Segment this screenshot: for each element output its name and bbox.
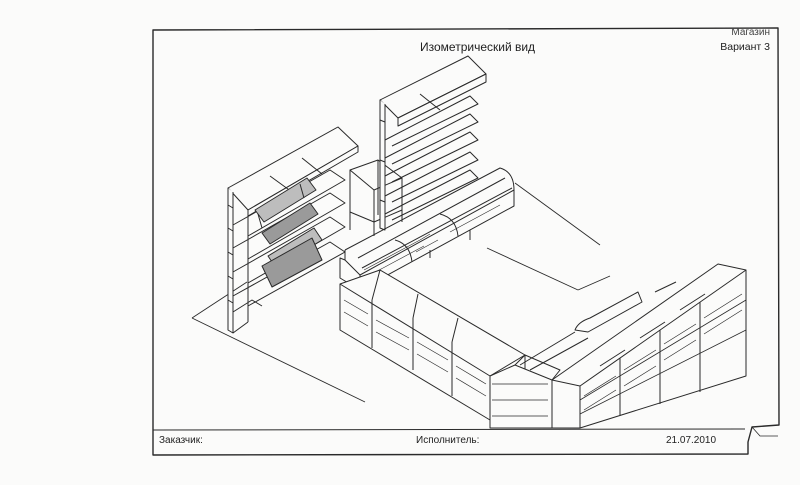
contractor-label: Исполнитель: <box>416 435 480 446</box>
drawing-title: Изометрический вид <box>420 40 536 54</box>
floor-outline <box>191 182 611 403</box>
back-wall-shelving <box>379 55 487 231</box>
title-block-line <box>152 428 746 431</box>
variant-label: Вариант 3 <box>720 41 770 53</box>
frame-border <box>152 27 780 456</box>
corner-label-top: Магазин <box>731 27 770 38</box>
date-label: 21.07.2010 <box>666 435 717 446</box>
customer-label: Заказчик: <box>159 435 203 446</box>
left-wall-shelving <box>227 126 359 334</box>
right-display-case <box>519 281 677 371</box>
right-counter-run <box>551 263 747 429</box>
corner-table <box>349 159 403 236</box>
back-display-cases <box>339 167 515 291</box>
frame-corner-notch <box>751 426 778 437</box>
